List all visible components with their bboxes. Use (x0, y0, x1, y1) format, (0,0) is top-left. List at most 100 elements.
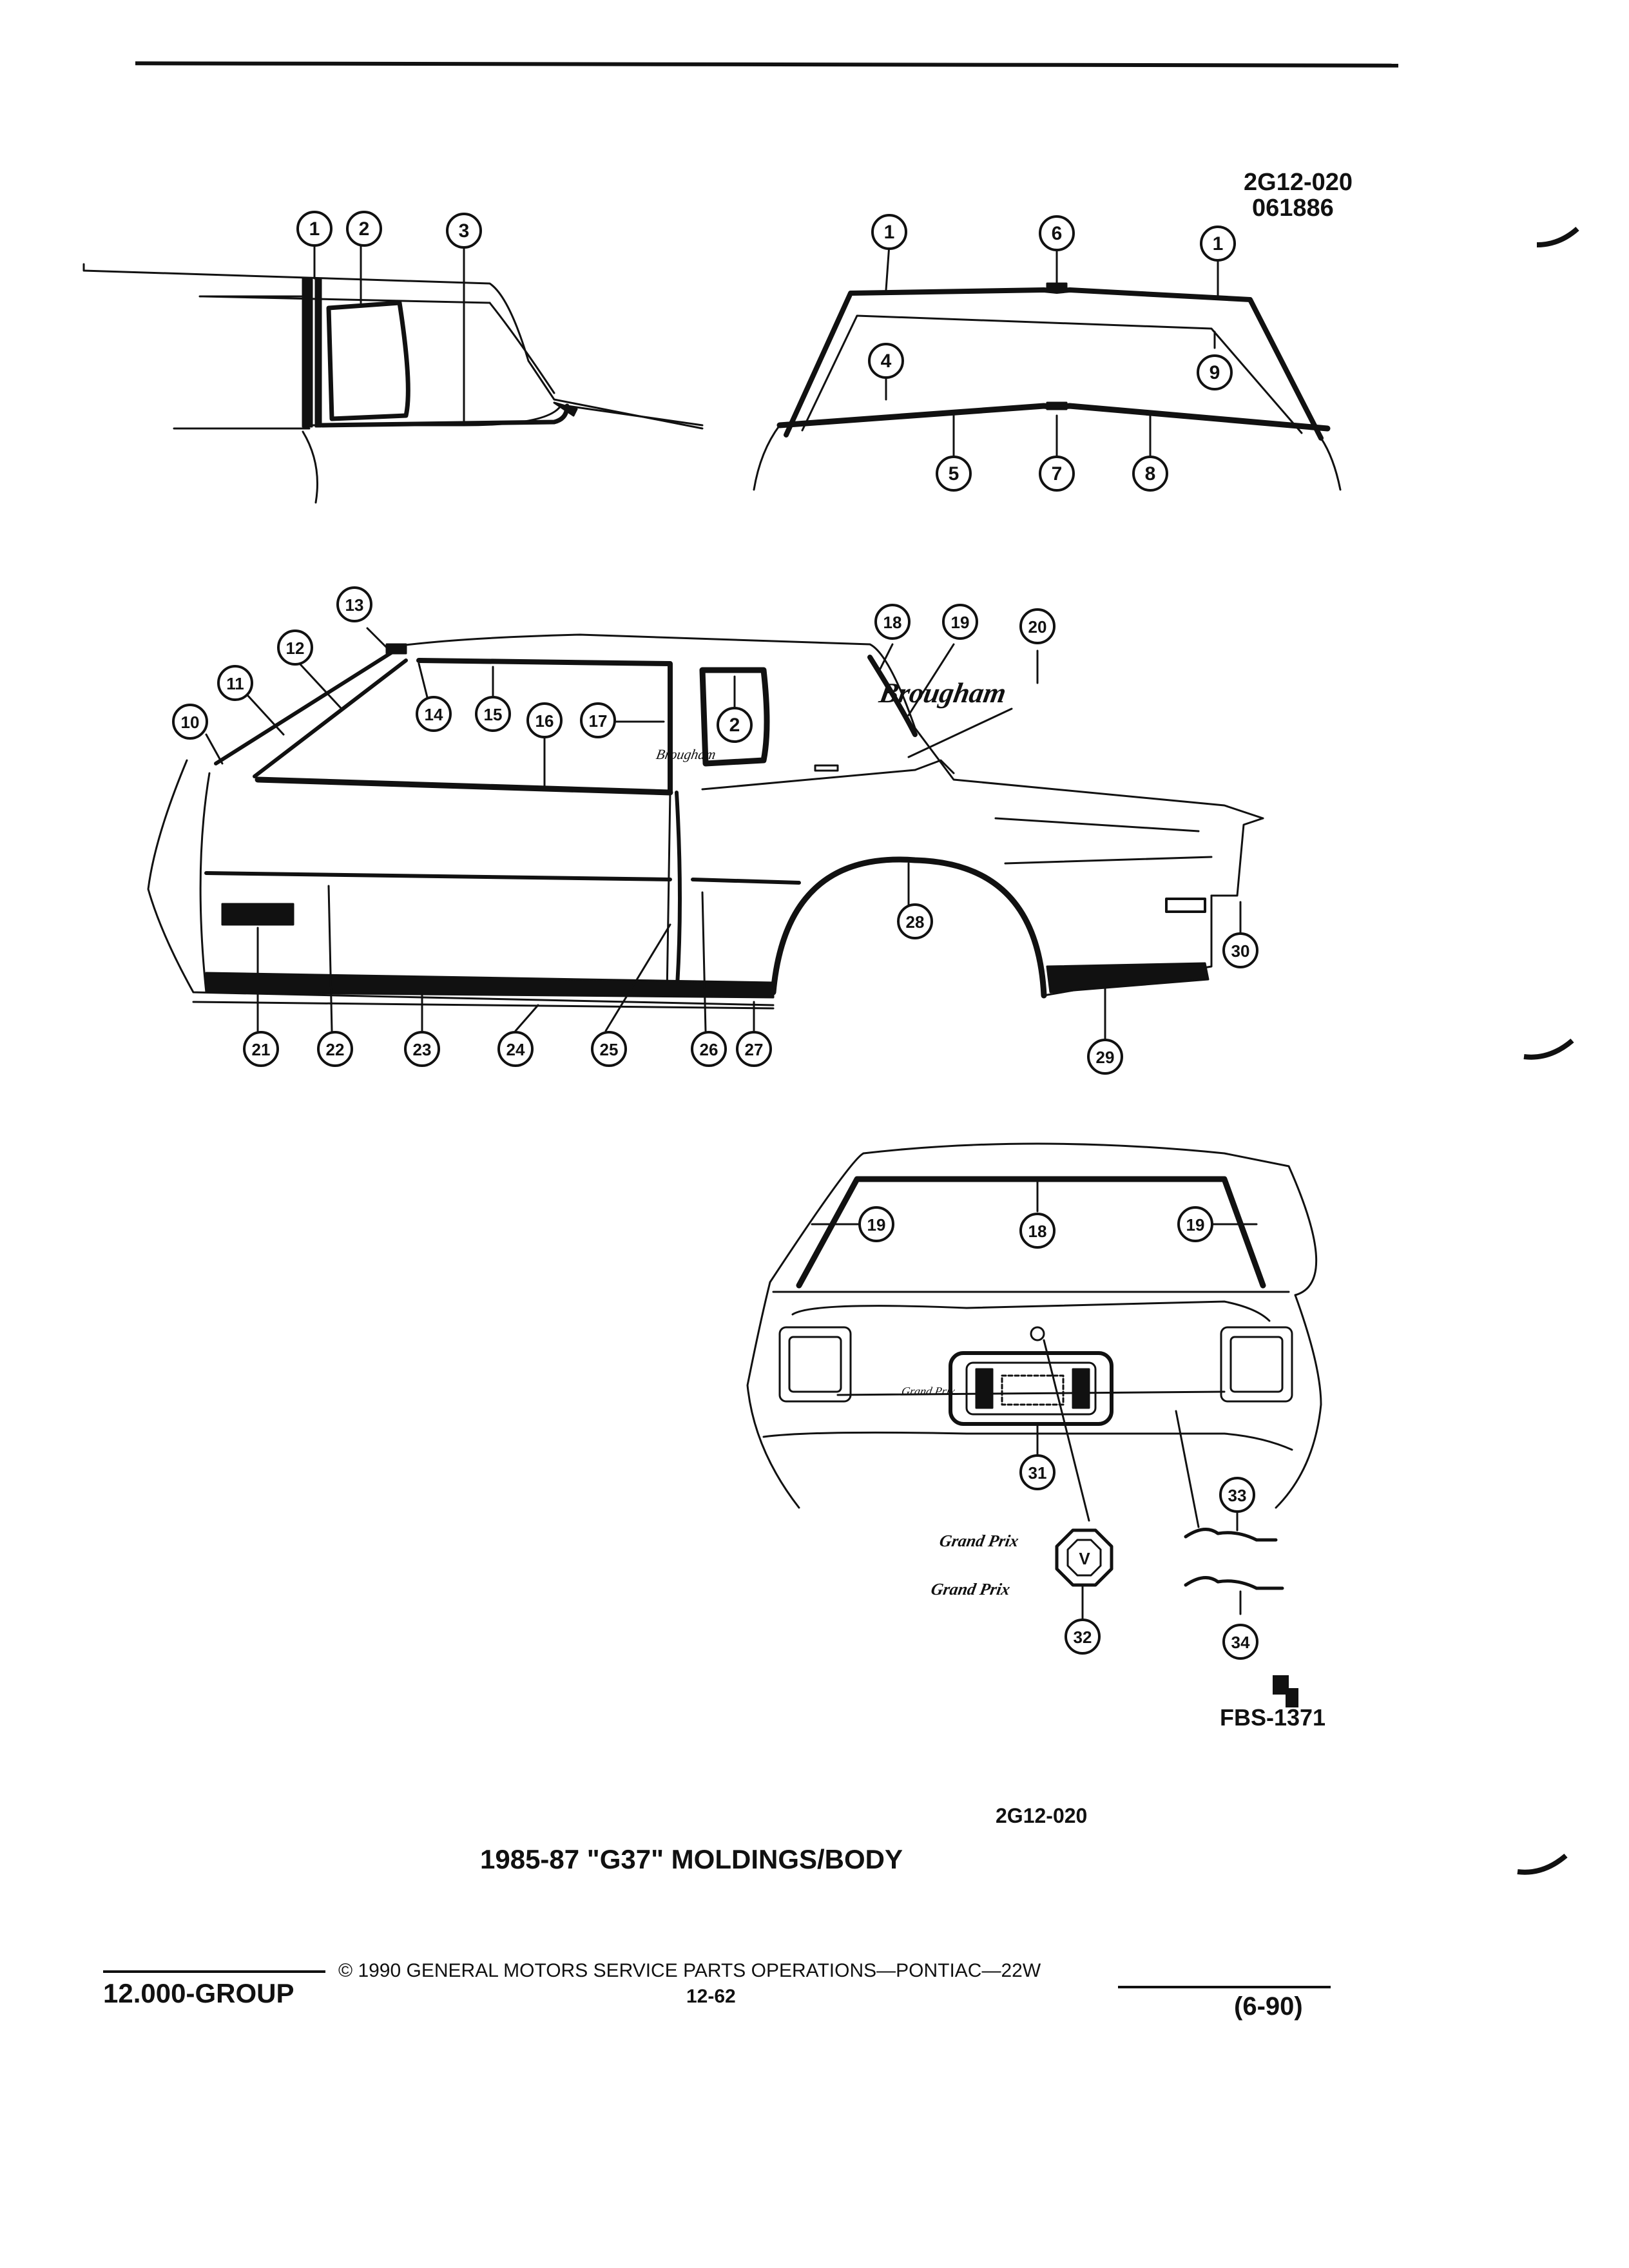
rear-view (746, 1142, 1322, 1590)
callout-label: 27 (745, 1040, 764, 1059)
callout-27: 27 (736, 1031, 772, 1067)
callout-label: 13 (345, 595, 364, 615)
callout-11: 11 (217, 665, 253, 701)
footer-group: 12.000-GROUP (103, 1978, 294, 2008)
callout-4: 4 (868, 343, 904, 379)
callout-label: 25 (600, 1040, 619, 1059)
callout-label: 17 (589, 711, 608, 731)
callout-label: 19 (951, 613, 970, 632)
callout-5: 5 (936, 456, 972, 492)
callout-12: 12 (277, 629, 313, 666)
callout-18: 18 (874, 604, 911, 640)
footer-copyright: © 1990 GENERAL MOTORS SERVICE PARTS OPER… (338, 1960, 1041, 1981)
callout-20: 20 (1019, 608, 1055, 644)
callout-label: 23 (413, 1040, 432, 1059)
callout-label: 31 (1028, 1463, 1047, 1483)
callout-28: 28 (897, 903, 933, 939)
grand-prix-badge-34: Grand Prix (930, 1580, 1012, 1599)
callout-32: 32 (1065, 1619, 1101, 1655)
callout-8: 8 (1132, 456, 1168, 492)
footer-rule-left (103, 1970, 325, 1973)
footer-page: 12-62 (686, 1986, 736, 2007)
callout-label: 19 (1186, 1215, 1205, 1235)
callout-10: 10 (172, 704, 208, 740)
callout-label: 6 (1052, 223, 1063, 244)
callout-1: 1 (296, 211, 333, 247)
callout-19: 19 (942, 604, 978, 640)
callout-22: 22 (317, 1031, 353, 1067)
quarter-window-view (82, 263, 704, 504)
callout-16: 16 (526, 702, 563, 738)
callout-label: 2 (729, 715, 740, 736)
callout-label: 33 (1228, 1486, 1247, 1505)
caption-code: 2G12-020 (996, 1804, 1088, 1827)
callout-label: 4 (881, 351, 892, 372)
callout-2: 2 (717, 707, 753, 743)
ref-code: 2G12-020 (1244, 169, 1353, 196)
callout-label: 21 (252, 1040, 271, 1059)
caption-title: 1985-87 "G37" MOLDINGS/BODY (480, 1844, 903, 1874)
callout-19: 19 (1177, 1206, 1213, 1242)
brougham-badge-small: Brougham (655, 746, 717, 762)
script-badges: Brougham Brougham Grand Prix Grand Prix … (655, 677, 1019, 1599)
leader-lines (205, 242, 1258, 1625)
callout-label: 18 (1028, 1222, 1047, 1241)
callout-label: 16 (535, 711, 554, 731)
callout-label: 29 (1096, 1048, 1115, 1067)
callout-label: 2 (359, 218, 370, 240)
callout-label: 20 (1028, 617, 1047, 637)
callout-label: 26 (700, 1040, 718, 1059)
callout-2: 2 (346, 211, 382, 247)
callout-13: 13 (336, 586, 372, 622)
windshield-view (753, 282, 1342, 491)
callout-29: 29 (1087, 1039, 1123, 1075)
brougham-badge-large: Brougham (876, 677, 1008, 709)
grand-prix-badge-33: Grand Prix (938, 1532, 1020, 1550)
callout-label: 11 (226, 674, 244, 693)
callout-label: 7 (1052, 463, 1063, 485)
callout-1: 1 (871, 214, 907, 250)
callout-19: 19 (858, 1206, 894, 1242)
callout-label: 32 (1074, 1628, 1092, 1647)
callout-label: 15 (484, 705, 503, 724)
emblem-letter: V (1079, 1549, 1090, 1568)
callout-label: 1 (884, 222, 895, 243)
callout-label: 10 (181, 713, 200, 732)
callout-14: 14 (416, 696, 452, 732)
footer-rule-right (1118, 1986, 1331, 1988)
callout-1: 1 (1200, 226, 1236, 262)
callout-30: 30 (1222, 932, 1258, 968)
callout-label: 12 (286, 639, 305, 658)
callout-25: 25 (591, 1031, 627, 1067)
callout-label: 18 (883, 613, 902, 632)
callout-label: 14 (425, 705, 443, 724)
callout-label: 1 (1213, 233, 1224, 255)
callout-label: 9 (1210, 362, 1220, 383)
callout-label: 34 (1231, 1633, 1250, 1652)
ref-date: 061886 (1252, 195, 1334, 222)
side-view (147, 633, 1264, 1010)
callout-label: 19 (867, 1215, 886, 1235)
figure-code: FBS-1371 (1220, 1704, 1326, 1731)
callout-label: 3 (459, 220, 470, 242)
callout-label: 5 (949, 463, 959, 485)
callout-33: 33 (1219, 1477, 1255, 1513)
rear-badge-small: Grand Prix (901, 1385, 956, 1398)
callout-label: 24 (506, 1040, 525, 1059)
callout-label: 28 (906, 912, 925, 932)
callout-18: 18 (1019, 1213, 1055, 1249)
callout-label: 1 (309, 218, 320, 240)
callout-34: 34 (1222, 1624, 1258, 1660)
footer-date: (6-90) (1234, 1992, 1303, 2021)
callout-label: 8 (1145, 463, 1156, 485)
callout-17: 17 (580, 702, 616, 738)
callout-7: 7 (1039, 456, 1075, 492)
callout-label: 22 (326, 1040, 345, 1059)
callout-15: 15 (475, 696, 511, 732)
callout-24: 24 (497, 1031, 534, 1067)
callout-label: 30 (1231, 941, 1250, 961)
callout-9: 9 (1197, 354, 1233, 390)
callout-3: 3 (446, 213, 482, 249)
